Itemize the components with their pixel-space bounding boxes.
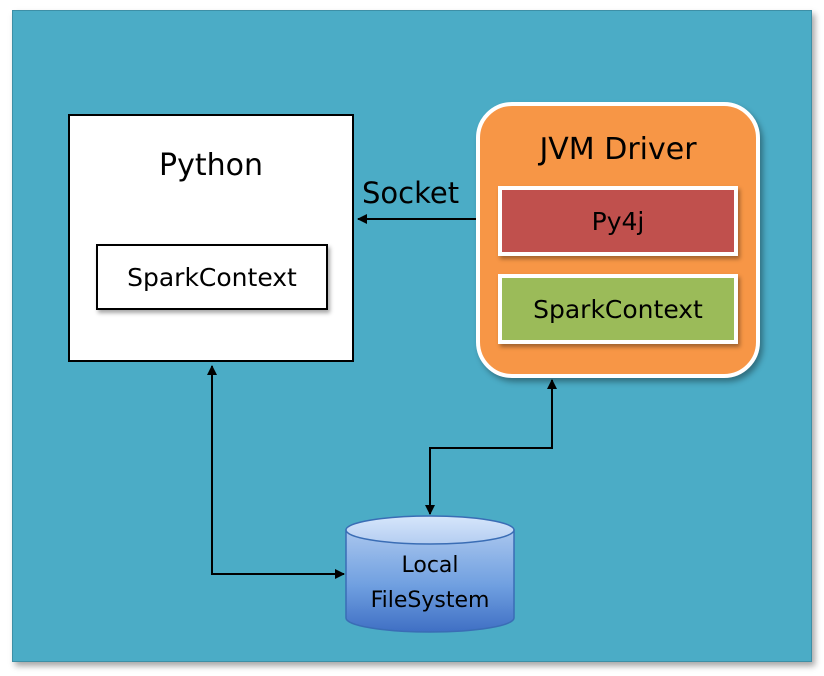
- filesystem-label: Local FileSystem: [346, 548, 514, 618]
- python-box: Python: [68, 114, 354, 362]
- filesystem-cylinder: [345, 515, 515, 633]
- socket-label: Socket: [362, 176, 460, 210]
- python-title: Python: [159, 148, 263, 183]
- python-filesystem-connector: [207, 365, 345, 579]
- jvm-sparkcontext-box: SparkContext: [498, 274, 738, 344]
- jvm-driver-title: JVM Driver: [539, 132, 697, 167]
- jvm-filesystem-connector: [425, 379, 557, 515]
- py4j-box: Py4j: [498, 186, 738, 256]
- filesystem-label-line1: Local: [401, 553, 459, 578]
- filesystem-label-line2: FileSystem: [370, 588, 490, 613]
- python-sparkcontext-box: SparkContext: [96, 244, 328, 310]
